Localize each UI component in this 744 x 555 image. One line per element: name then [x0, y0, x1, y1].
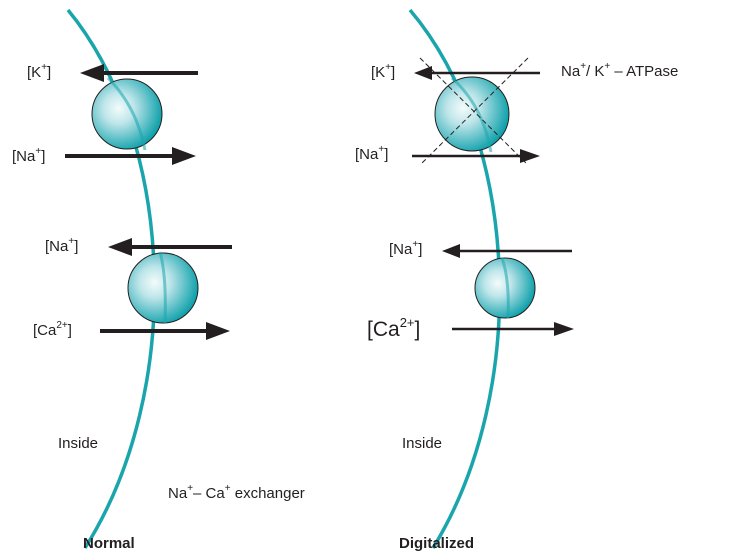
na-k-pump-normal — [91, 78, 163, 150]
na-ca-exchanger-digitalized — [474, 257, 536, 319]
arrow-k-in-normal — [80, 64, 198, 82]
arrow-na-in-digitalized — [442, 244, 572, 258]
label-k-digitalized: [K+] — [371, 62, 396, 81]
exchanger-legend: Na+– Ca+ exchanger — [168, 483, 305, 502]
label-na-exchanger-digitalized: [Na+] — [389, 239, 423, 258]
arrow-ca-out-digitalized — [452, 322, 574, 336]
label-na-exchanger-normal: [Na+] — [45, 236, 79, 255]
label-ca-normal: [Ca2+] — [33, 320, 72, 339]
label-k-normal: [K+] — [27, 62, 52, 81]
label-na-pump-normal: [Na+] — [12, 146, 46, 165]
arrow-na-out-normal — [65, 147, 196, 165]
caption-normal: Normal — [83, 535, 135, 552]
inhibition-cross — [419, 57, 529, 166]
na-ca-exchanger-normal — [127, 252, 199, 324]
arrow-k-in-digitalized — [414, 66, 540, 80]
pump-legend: Na+/ K+ – ATPase — [561, 61, 679, 80]
caption-digitalized: Digitalized — [399, 535, 475, 552]
arrow-na-out-digitalized — [412, 149, 540, 163]
label-na-pump-digitalized: [Na+] — [355, 144, 389, 163]
arrow-na-in-normal — [108, 238, 232, 256]
inside-label-normal: Inside — [58, 435, 99, 452]
label-ca-digitalized: [Ca2+] — [367, 315, 421, 341]
inside-label-digitalized: Inside — [402, 435, 443, 452]
arrow-ca-out-normal — [100, 322, 230, 340]
